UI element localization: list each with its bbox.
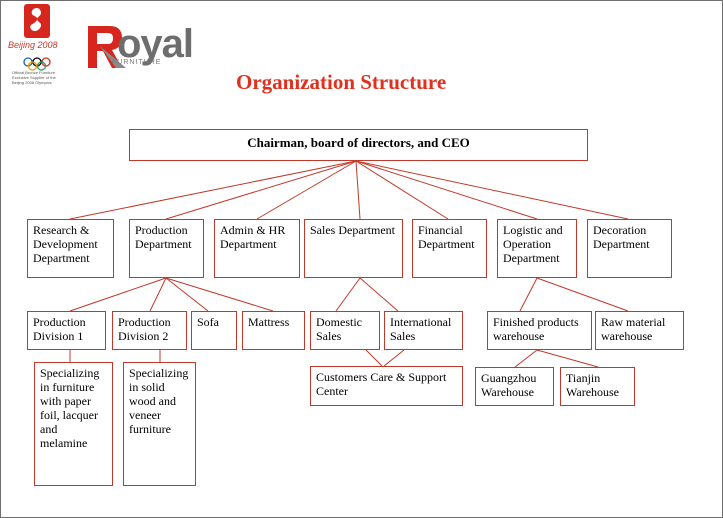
org-box-sales-department: Sales Department <box>304 219 403 278</box>
connector-line <box>536 277 629 312</box>
org-box-rnd-department: Research & Development Department <box>27 219 114 278</box>
brand-subtitle: FURNITURE <box>112 59 162 66</box>
org-box-admin-hr-department: Admin & HR Department <box>214 219 300 278</box>
org-box-division-2-description: Specializing in solid wood and veneer fu… <box>123 362 196 486</box>
connector-line <box>69 160 357 220</box>
connector-line <box>256 160 357 220</box>
org-box-guangzhou-warehouse: Guangzhou Warehouse <box>475 367 554 406</box>
connector-line <box>365 349 383 367</box>
org-box-logistic-department: Logistic and Operation Department <box>497 219 577 278</box>
org-box-finished-products-warehouse: Finished products warehouse <box>487 311 592 350</box>
org-box-financial-department: Financial Department <box>412 219 487 278</box>
org-box-sofa: Sofa <box>191 311 237 350</box>
org-box-production-division-1: Production Division 1 <box>27 311 106 350</box>
connector-line <box>335 277 361 312</box>
org-box-mattress: Mattress <box>242 311 305 350</box>
connector-line <box>519 277 538 312</box>
brand-wordmark: oyal <box>117 22 194 66</box>
connector-line <box>165 277 274 312</box>
olympic-small-line: Exclusive Supplier of the <box>12 75 56 80</box>
org-box-production-division-2: Production Division 2 <box>112 311 187 350</box>
connector-line <box>355 160 538 220</box>
connector-line <box>69 277 167 312</box>
beijing-olympic-emblem-icon <box>23 4 51 71</box>
connector-line <box>355 160 449 220</box>
page-title: Organization Structure <box>236 70 447 94</box>
olympic-small-line: Official Bronze Furniture <box>12 70 56 75</box>
royal-furniture-logo-icon <box>88 26 126 68</box>
connector-line <box>165 160 357 220</box>
org-box-international-sales: International Sales <box>384 311 463 350</box>
olympic-small-text: Official Bronze Furniture Exclusive Supp… <box>12 70 82 85</box>
org-box-ceo: Chairman, board of directors, and CEO <box>129 129 588 161</box>
org-box-domestic-sales: Domestic Sales <box>310 311 380 350</box>
org-box-division-1-description: Specializing in furniture with paper foi… <box>34 362 113 486</box>
org-box-production-department: Production Department <box>129 219 204 278</box>
org-box-raw-material-warehouse: Raw material warehouse <box>595 311 684 350</box>
connector-line <box>536 349 599 368</box>
connector-line <box>355 160 629 220</box>
org-box-tianjin-warehouse: Tianjin Warehouse <box>560 367 635 406</box>
connector-line <box>383 349 405 367</box>
connector-line <box>355 160 361 220</box>
olympic-caption: Beijing 2008 <box>8 40 58 50</box>
connector-line <box>149 277 167 312</box>
org-box-decoration-department: Decoration Department <box>587 219 672 278</box>
connector-line <box>514 349 538 368</box>
olympic-small-line: Beijing 2008 Olympics <box>12 80 52 85</box>
connector-line <box>165 277 209 312</box>
connector-line <box>359 277 399 312</box>
org-box-customer-care: Customers Care & Support Center <box>310 366 463 406</box>
